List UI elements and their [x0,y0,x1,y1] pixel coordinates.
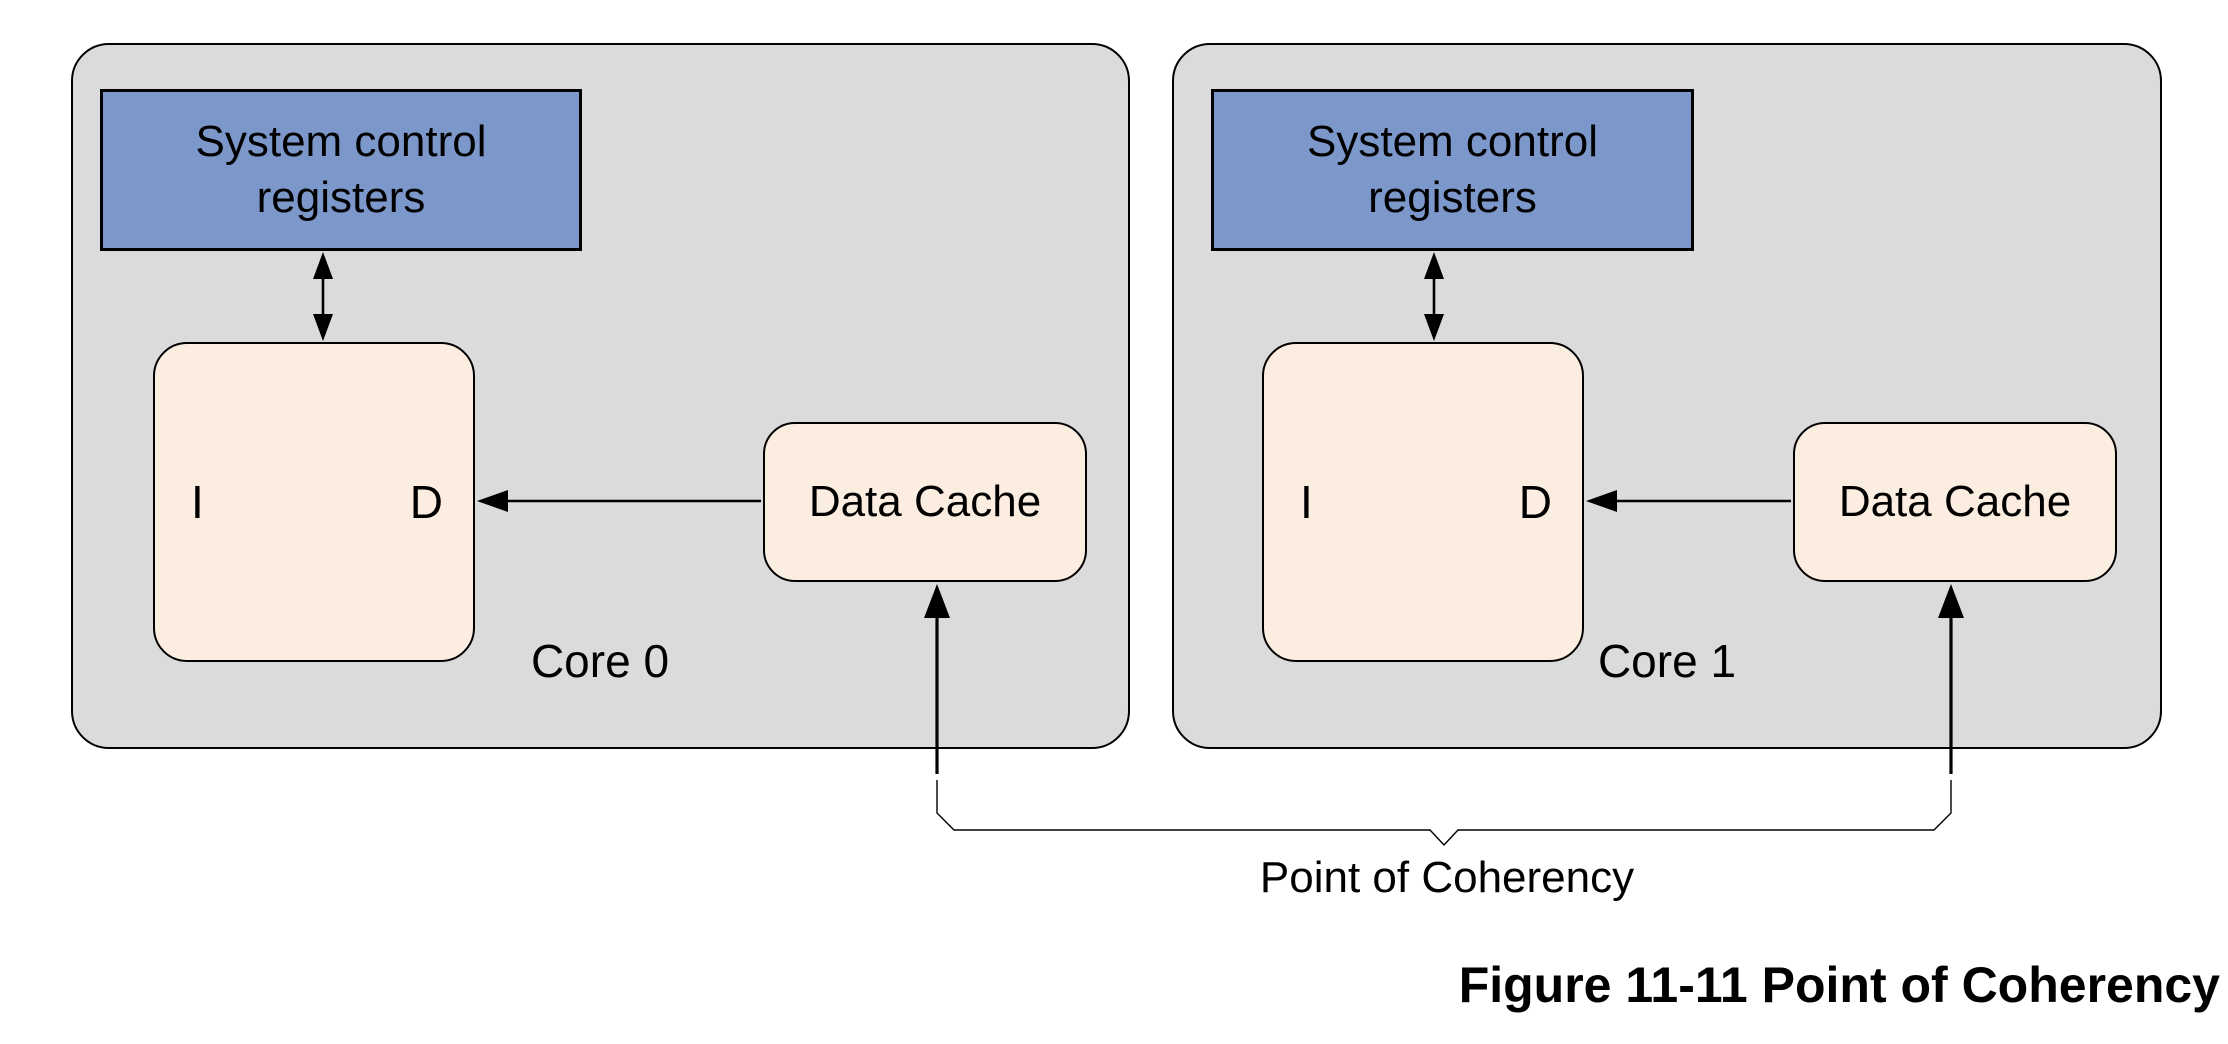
core1-instruction-cache-label: I [1300,476,1313,528]
core0-name-label: Core 0 [530,635,670,687]
core0-data-cache-box: Data Cache [763,422,1087,582]
core1-data-cache-side-label: D [1518,476,1552,528]
core1-data-cache-label: Data Cache [1838,477,2072,526]
core0-l1-cache-box: I D [153,342,475,662]
core0-instruction-cache-label: I [191,476,204,528]
core1-system-control-registers-label: System control registers [1307,117,1598,222]
point-of-coherency-label: Point of Coherency [1259,853,1635,902]
core0-system-control-registers-label: System control registers [195,117,487,222]
core1-data-cache-box: Data Cache [1793,422,2117,582]
core0-data-cache-side-label: D [409,476,443,528]
core1-name-label: Core 1 [1597,635,1737,687]
core1-l1-cache-box: I D [1262,342,1584,662]
core1-system-control-registers-box: System control registers [1211,89,1694,251]
figure-caption: Figure 11-11 Point of Coherency [1458,957,2220,1013]
point-of-coherency-brace-icon [936,780,1952,847]
core0-system-control-registers-box: System control registers [100,89,582,251]
core0-data-cache-label: Data Cache [808,477,1042,526]
